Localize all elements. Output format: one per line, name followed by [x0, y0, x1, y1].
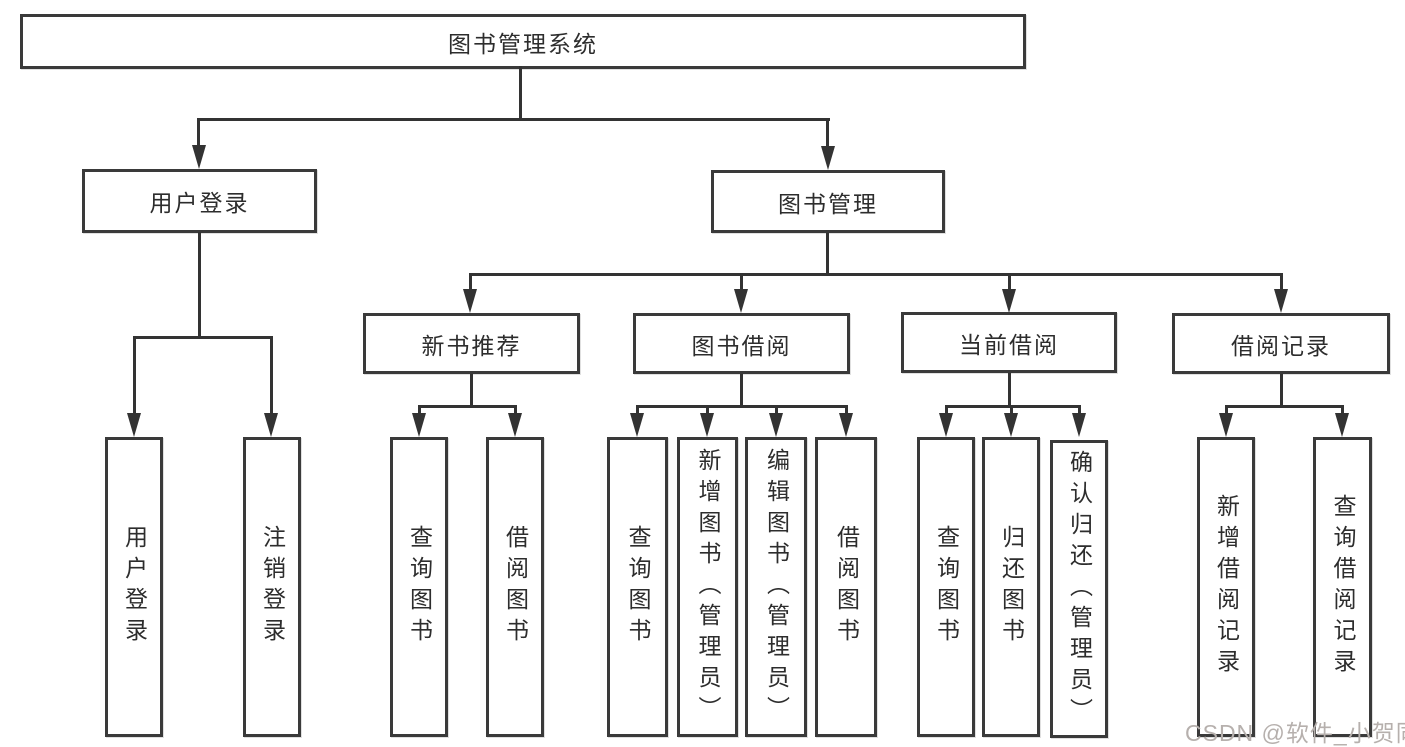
arrow-to-cb-return	[1004, 413, 1018, 437]
arrow-to-bb-query	[630, 413, 644, 437]
connector-userlogin-crossbar	[133, 336, 273, 339]
node-label: 借阅图书	[833, 525, 860, 649]
node-label: 图书管理	[778, 190, 878, 217]
connector-shaft-bb-borrow	[845, 405, 848, 415]
node-nbr-query-books: 查询图书	[390, 437, 448, 737]
node-label: 新书推荐	[421, 332, 522, 359]
arrow-to-leaf-logout	[264, 413, 278, 437]
watermark-text: CSDN @软件_小贺同学	[1185, 720, 1405, 746]
connector-shaft-cb-confirm	[1078, 405, 1081, 415]
connector-userlogin-stem	[198, 232, 201, 339]
node-book-management: 图书管理	[711, 170, 945, 233]
node-label: 借阅图书	[502, 525, 529, 649]
node-bb-query-books: 查询图书	[607, 437, 668, 737]
node-cb-query-books: 查询图书	[917, 437, 975, 737]
node-label: 借阅记录	[1231, 332, 1331, 359]
arrow-to-current-borrow	[1002, 289, 1016, 313]
node-label: 用户登录	[121, 525, 148, 649]
connector-currentborrow-stem	[1008, 373, 1011, 407]
node-label: 查询借阅记录	[1330, 494, 1356, 680]
node-label: 注销登录	[259, 525, 286, 649]
node-br-query-record: 查询借阅记录	[1313, 437, 1372, 737]
connector-records-stem	[1280, 374, 1283, 407]
connector-bookmgmt-crossbar	[469, 273, 1282, 276]
node-borrowing-records: 借阅记录	[1172, 313, 1390, 374]
node-label: 用户登录	[149, 190, 250, 216]
connector-shaft-cb-query	[945, 405, 948, 415]
node-br-add-record: 新增借阅记录	[1197, 437, 1255, 737]
arrow-to-bb-add	[700, 413, 714, 437]
connector-root-crossbar	[198, 118, 830, 121]
node-label: 新增图书（管理员）	[695, 447, 721, 727]
node-user-login: 用户登录	[82, 169, 317, 233]
node-nbr-borrow-books: 借阅图书	[486, 437, 544, 737]
arrow-to-book-mgmt	[821, 146, 835, 170]
node-bb-borrow-books: 借阅图书	[815, 437, 877, 737]
connector-shaft-leaf-login	[133, 336, 136, 415]
arrow-to-user-login	[192, 145, 206, 169]
node-label: 归还图书	[998, 525, 1025, 649]
arrow-to-cb-query	[939, 413, 953, 437]
arrow-to-borrow-records	[1274, 289, 1288, 313]
connector-shaft-new-book	[469, 273, 472, 291]
connector-newbook-crossbar	[418, 405, 517, 408]
node-label: 查询图书	[933, 525, 960, 649]
connector-shaft-borrow-records	[1280, 273, 1283, 291]
connector-bookborrow-stem	[740, 374, 743, 407]
node-leaf-logout: 注销登录	[243, 437, 301, 737]
arrow-to-nbr-borrow	[508, 413, 522, 437]
node-label: 当前借阅	[959, 331, 1059, 358]
node-label: 新增借阅记录	[1213, 494, 1240, 680]
connector-shaft-br-query	[1341, 405, 1344, 415]
node-label: 图书管理系统	[448, 30, 598, 57]
arrow-to-bb-edit	[769, 413, 783, 437]
connector-root-stem	[519, 66, 522, 120]
arrow-to-bb-borrow	[839, 413, 853, 437]
connector-shaft-br-add	[1225, 405, 1228, 415]
arrow-to-book-borrow	[734, 289, 748, 313]
node-label: 查询图书	[625, 525, 651, 649]
arrow-to-cb-confirm	[1072, 413, 1086, 437]
connector-shaft-nbr-borrow	[514, 405, 517, 415]
connector-records-crossbar	[1225, 405, 1344, 408]
connector-bookmgmt-stem	[826, 233, 829, 275]
node-book-borrowing: 图书借阅	[633, 313, 850, 374]
connector-currentborrow-crossbar	[945, 405, 1081, 408]
connector-newbook-stem	[470, 374, 473, 407]
node-cb-return-books: 归还图书	[982, 437, 1040, 737]
connector-shaft-book-mgmt	[826, 118, 829, 148]
connector-shaft-current-borrow	[1008, 273, 1011, 291]
connector-shaft-bb-edit	[775, 405, 778, 415]
connector-shaft-user-login	[197, 118, 200, 147]
connector-shaft-nbr-query	[418, 405, 421, 415]
node-label: 图书借阅	[691, 332, 792, 359]
node-label: 编辑图书（管理员）	[763, 447, 790, 727]
node-bb-add-books-admin: 新增图书（管理员）	[677, 437, 738, 737]
arrow-to-br-query	[1335, 413, 1349, 437]
connector-shaft-bb-add	[706, 405, 709, 415]
connector-shaft-bb-query	[636, 405, 639, 415]
arrow-to-new-book	[463, 289, 477, 313]
node-label: 查询图书	[406, 525, 433, 649]
connector-bookborrow-crossbar	[636, 405, 848, 408]
node-library-management-system: 图书管理系统	[20, 14, 1026, 69]
connector-shaft-book-borrow	[740, 273, 743, 291]
node-bb-edit-books-admin: 编辑图书（管理员）	[745, 437, 807, 737]
arrow-to-leaf-login	[127, 413, 141, 437]
node-new-book-recommendation: 新书推荐	[363, 313, 580, 374]
arrow-to-br-add	[1219, 413, 1233, 437]
node-label: 确认归还（管理员）	[1066, 449, 1093, 729]
connector-shaft-leaf-logout	[270, 336, 273, 415]
node-leaf-user-login: 用户登录	[105, 437, 163, 737]
connector-shaft-cb-return	[1010, 405, 1013, 415]
node-current-borrowing: 当前借阅	[901, 312, 1117, 373]
node-cb-confirm-return-admin: 确认归还（管理员）	[1050, 440, 1108, 738]
arrow-to-nbr-query	[412, 413, 426, 437]
